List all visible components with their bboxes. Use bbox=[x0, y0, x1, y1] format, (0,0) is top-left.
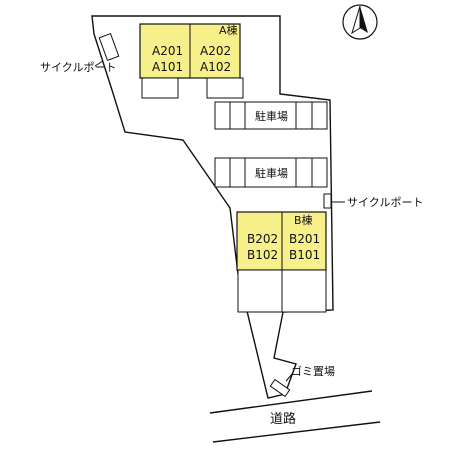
garbage-label: ゴミ置場 bbox=[291, 364, 335, 378]
cycle-port-2: サイクルポート bbox=[323, 193, 423, 209]
unit-b201: B201 bbox=[289, 232, 320, 246]
parking-area-1: 駐車場 bbox=[214, 101, 328, 130]
building-b-garden-left bbox=[237, 269, 283, 313]
building-a-porch-right bbox=[206, 77, 244, 99]
parking-label-2: 駐車場 bbox=[255, 166, 288, 180]
unit-b102: B102 bbox=[247, 248, 278, 262]
unit-a101: A101 bbox=[152, 60, 183, 74]
road: 道路 bbox=[209, 390, 381, 443]
unit-b101: B101 bbox=[289, 248, 320, 262]
cycle-port-1: サイクルポート bbox=[40, 33, 120, 74]
building-a: A棟 A201 A202 A101 A102 bbox=[139, 23, 244, 99]
unit-a102: A102 bbox=[200, 60, 231, 74]
building-b-name: B棟 bbox=[294, 213, 313, 227]
garbage-area: ゴミ置場 bbox=[269, 364, 335, 398]
building-b: B棟 B202 B201 B102 B101 bbox=[236, 211, 327, 313]
parking-label-1: 駐車場 bbox=[255, 109, 288, 123]
unit-b202: B202 bbox=[247, 232, 278, 246]
building-b-garden-right bbox=[281, 269, 327, 313]
building-a-name: A棟 bbox=[219, 23, 238, 37]
road-label: 道路 bbox=[270, 411, 296, 427]
cycle-port-label-2: サイクルポート bbox=[347, 196, 423, 209]
cycle-port-label-1: サイクルポート bbox=[40, 61, 116, 74]
building-a-porch-left bbox=[141, 77, 179, 99]
parking-area-2: 駐車場 bbox=[214, 157, 328, 188]
unit-a201: A201 bbox=[152, 44, 183, 58]
unit-a202: A202 bbox=[200, 44, 231, 58]
north-arrow-icon bbox=[342, 4, 378, 40]
